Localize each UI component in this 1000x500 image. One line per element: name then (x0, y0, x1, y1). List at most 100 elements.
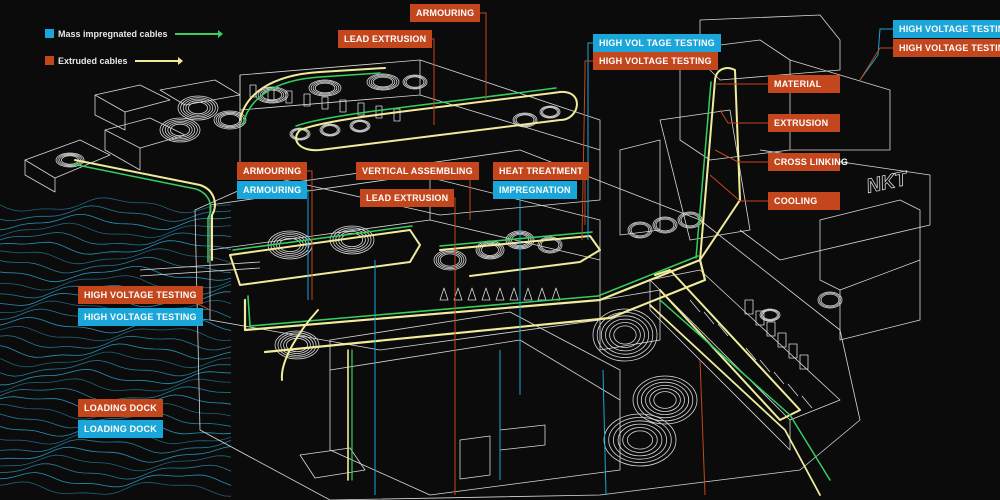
cable-coil-ring (542, 107, 558, 117)
water-wave-line (0, 222, 232, 238)
legend-item-mass-impregnated: Mass impregnated cables (45, 26, 223, 41)
cable-coil-ring (274, 330, 320, 360)
building-sign: NKT (864, 167, 911, 197)
building-outline (619, 139, 661, 236)
legend-label-extruded: Extruded cables (58, 55, 128, 66)
building-outline (24, 139, 111, 179)
window-detail (303, 93, 311, 107)
cable-coil-ring (159, 117, 201, 143)
cable-coils (55, 73, 843, 467)
building-outline (419, 94, 601, 151)
window-detail (339, 99, 347, 113)
cable-coil-ring (185, 100, 211, 116)
cable-route (659, 299, 831, 481)
building-outline (329, 311, 621, 400)
machine-detail (453, 287, 463, 301)
legend-label-mass: Mass impregnated cables (58, 28, 168, 39)
water-wave-line (0, 463, 232, 480)
label-leader-line (859, 28, 893, 81)
building-outline (139, 261, 261, 271)
cable-coil-ring (632, 375, 698, 425)
cable-coil-ring (177, 95, 219, 121)
cable-coil-ring (319, 123, 341, 137)
rack-unit (744, 299, 754, 315)
cable-coil-ring (655, 218, 675, 232)
cable-coil-ring (819, 292, 841, 308)
water-wave-line (0, 454, 232, 472)
machine-detail (439, 287, 449, 301)
cable-coil-ring (600, 315, 650, 355)
cable-coil-ring (289, 127, 311, 141)
tag-impregnation: IMPREGNATION (493, 181, 577, 199)
cable-coil-ring (57, 153, 83, 167)
cable-route (439, 231, 593, 247)
cable-route (295, 87, 557, 127)
cable-coil-ring (760, 309, 780, 321)
legend-line-green (174, 29, 223, 38)
rack-detail (787, 383, 799, 397)
cable-coil-ring (368, 74, 398, 90)
machine-detail (537, 287, 547, 301)
rack-detail (801, 395, 813, 409)
rack-unit (766, 321, 776, 337)
tag-lead-extrusion-top: LEAD EXTRUSION (338, 30, 433, 48)
tag-extrusion: EXTRUSION (768, 114, 840, 132)
water-wave-line (0, 197, 232, 214)
building-outline (299, 447, 366, 479)
cable-route (695, 81, 712, 259)
cable-coil-ring (217, 112, 243, 128)
cable-route (229, 229, 421, 286)
water-waves (0, 197, 232, 497)
building-outline (104, 130, 141, 171)
cable-coil-ring (322, 125, 338, 135)
tag-armouring-orange-left: ARMOURING (237, 162, 308, 180)
cable-coil-ring (762, 310, 778, 320)
cable-route (239, 67, 386, 121)
machine-detail (551, 287, 561, 301)
cable-coil-ring (820, 293, 840, 307)
cable-coil-ring (255, 86, 289, 104)
tag-armouring-top: ARMOURING (410, 4, 481, 22)
label-leader-line (709, 174, 768, 202)
machine-detail (467, 287, 477, 301)
cable-coil-ring (539, 105, 561, 119)
cable-routes (71, 67, 831, 496)
cable-coil-ring (310, 80, 340, 96)
water-wave-line (0, 481, 232, 497)
cable-coil-ring (320, 124, 340, 136)
cable-coil-ring (187, 101, 208, 115)
label-leader-line (581, 60, 593, 241)
building-outline (649, 280, 791, 451)
machine-detail (481, 287, 491, 301)
cable-coil-ring (259, 88, 285, 102)
building-outline (459, 435, 491, 480)
cable-coil-ring (514, 113, 536, 127)
cable-coil-ring (404, 75, 426, 89)
water-wave-line (0, 232, 232, 246)
cable-coil-ring (592, 308, 658, 362)
machine-detail (509, 287, 519, 301)
cable-coil-ring (477, 241, 503, 259)
cable-coil-ring (437, 252, 463, 268)
cable-coil-ring (261, 89, 283, 101)
tag-cross-linking: CROSS LINKING (768, 153, 848, 171)
water-wave-line (0, 240, 232, 255)
water-wave-line (0, 205, 232, 222)
cable-coil-ring (629, 222, 651, 238)
label-leader-lines (179, 12, 893, 496)
cable-coil-ring (512, 112, 538, 128)
cable-coil-ring (182, 98, 214, 118)
building-outline (659, 109, 751, 241)
tag-loading-dock-orange: LOADING DOCK (78, 399, 163, 417)
rack-detail (689, 299, 701, 313)
cable-route (654, 269, 801, 421)
cable-coil-ring (405, 76, 425, 88)
water-wave-line (0, 266, 232, 283)
cable-coil-ring (640, 381, 690, 419)
water-wave-line (0, 343, 232, 360)
label-leader-line (719, 109, 768, 124)
water-wave-line (0, 325, 232, 342)
cable-coil-ring (654, 217, 676, 233)
cable-coil-ring (370, 75, 396, 89)
cable-route (247, 255, 699, 327)
